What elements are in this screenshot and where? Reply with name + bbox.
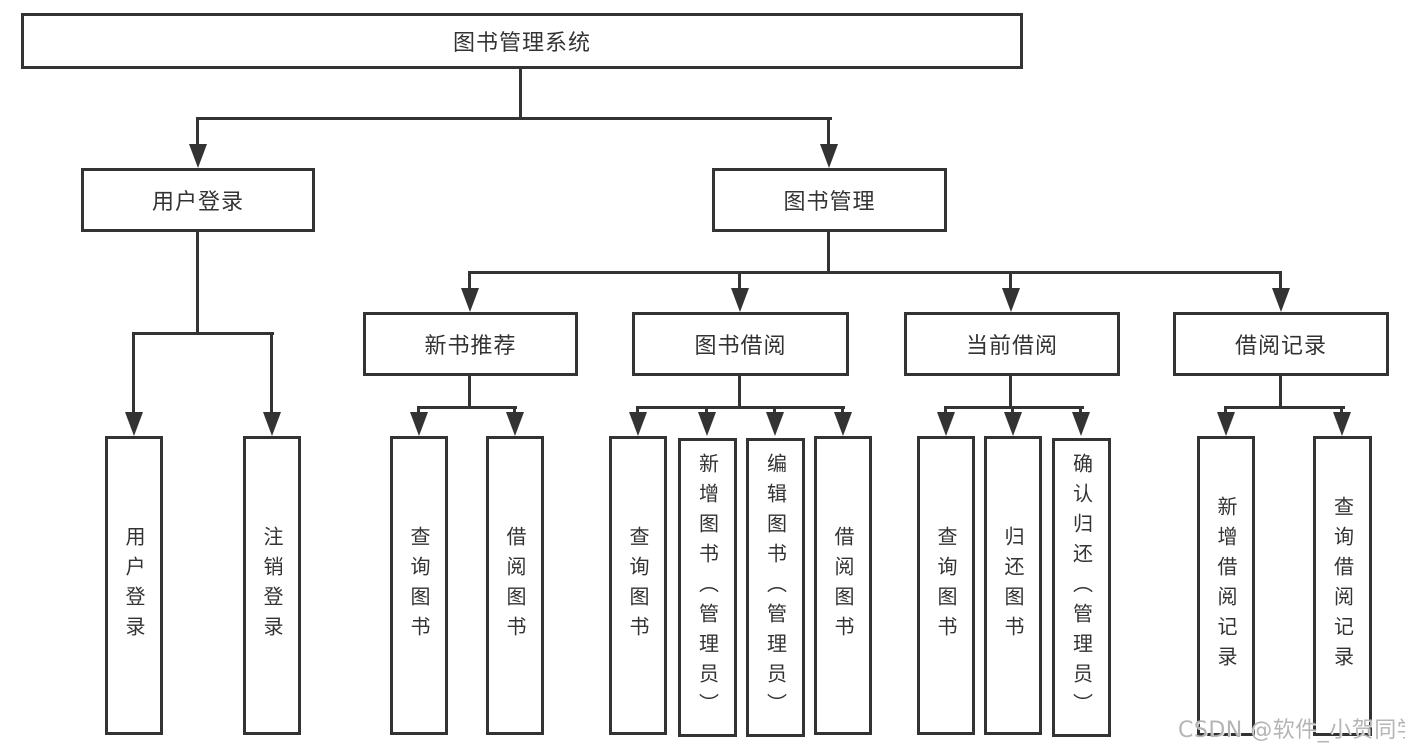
connector-line [468, 375, 471, 409]
leaf-label: 查询图书 [626, 525, 650, 646]
arrowhead-down-icon [263, 412, 281, 436]
leaf-query-books-current: 查询图书 [917, 436, 975, 735]
connector-line [944, 406, 1084, 409]
connector-line [636, 406, 845, 409]
connector-line [827, 231, 830, 274]
node-root: 图书管理系统 [21, 13, 1023, 69]
connector-line [841, 406, 844, 416]
connector-line [196, 231, 199, 335]
connector-line [738, 271, 741, 293]
connector-line [1224, 406, 1227, 416]
connector-line [636, 406, 639, 416]
leaf-borrow-books-recommend: 借阅图书 [486, 436, 544, 735]
leaf-label: 查询借阅记录 [1330, 496, 1355, 676]
connector-line [827, 117, 830, 149]
connector-line [1224, 406, 1345, 409]
connector-line [773, 406, 776, 416]
connector-line [417, 406, 517, 409]
arrowhead-down-icon [410, 412, 428, 436]
leaf-label: 编辑图书（管理员） [763, 452, 788, 723]
leaf-label: 新增图书（管理员） [695, 452, 720, 723]
leaf-query-books-recommend: 查询图书 [390, 436, 448, 735]
arrowhead-down-icon [766, 412, 784, 436]
leaf-label: 注销登录 [260, 525, 284, 646]
leaf-add-book-admin: 新增图书（管理员） [678, 438, 737, 737]
leaf-label: 查询图书 [934, 525, 958, 646]
arrowhead-down-icon [1217, 412, 1235, 436]
arrowhead-down-icon [1072, 412, 1090, 436]
arrowhead-down-icon [1333, 412, 1351, 436]
leaf-logout: 注销登录 [243, 436, 301, 735]
connector-line [519, 66, 522, 120]
node-book-management: 图书管理 [712, 168, 947, 232]
connector-line [1009, 375, 1012, 409]
connector-line [705, 406, 708, 416]
leaf-confirm-return-admin: 确认归还（管理员） [1052, 438, 1111, 737]
leaf-query-books-borrow: 查询图书 [609, 436, 667, 735]
connector-line [1340, 406, 1343, 416]
leaf-user-login: 用户登录 [105, 436, 163, 735]
connector-line [196, 117, 832, 120]
node-book-borrow: 图书借阅 [632, 312, 849, 376]
leaf-label: 查询图书 [407, 525, 431, 646]
leaf-query-borrow-record: 查询借阅记录 [1313, 436, 1372, 736]
watermark: CSDN @软件_小贺同学 [1178, 718, 1405, 743]
arrowhead-down-icon [731, 288, 749, 312]
connector-line [738, 375, 741, 409]
connector-line [196, 117, 199, 149]
connector-line [468, 271, 471, 293]
connector-line [944, 406, 947, 416]
leaf-label: 归还图书 [1001, 525, 1025, 646]
arrowhead-down-icon [834, 412, 852, 436]
leaf-add-borrow-record: 新增借阅记录 [1197, 436, 1255, 736]
node-new-book-recommend: 新书推荐 [363, 312, 578, 376]
node-current-borrow: 当前借阅 [904, 312, 1120, 376]
connector-line [1009, 271, 1012, 293]
arrowhead-down-icon [125, 412, 143, 436]
arrowhead-down-icon [506, 412, 524, 436]
arrowhead-down-icon [698, 412, 716, 436]
connector-line [270, 332, 273, 416]
leaf-label: 确认归还（管理员） [1069, 452, 1094, 723]
leaf-label: 新增借阅记录 [1214, 496, 1238, 676]
node-borrow-records: 借阅记录 [1173, 312, 1389, 376]
arrowhead-down-icon [1004, 412, 1022, 436]
leaf-edit-book-admin: 编辑图书（管理员） [746, 438, 805, 737]
connector-line [1011, 406, 1014, 416]
leaf-return-books: 归还图书 [984, 436, 1042, 735]
connector-line [1279, 271, 1282, 293]
connector-line [417, 406, 420, 416]
connector-line [1079, 406, 1082, 416]
connector-line [132, 332, 135, 416]
leaf-label: 借阅图书 [831, 525, 855, 646]
connector-line [468, 271, 1282, 274]
node-user-login: 用户登录 [81, 168, 315, 232]
connector-line [132, 332, 274, 335]
leaf-borrow-books-borrow: 借阅图书 [814, 436, 872, 735]
arrowhead-down-icon [1272, 288, 1290, 312]
arrowhead-down-icon [189, 144, 207, 168]
arrowhead-down-icon [937, 412, 955, 436]
connector-line [1279, 375, 1282, 409]
arrowhead-down-icon [461, 288, 479, 312]
leaf-label: 借阅图书 [503, 525, 527, 646]
arrowhead-down-icon [629, 412, 647, 436]
arrowhead-down-icon [820, 144, 838, 168]
arrowhead-down-icon [1002, 288, 1020, 312]
leaf-label: 用户登录 [122, 525, 146, 646]
connector-line [513, 406, 516, 416]
